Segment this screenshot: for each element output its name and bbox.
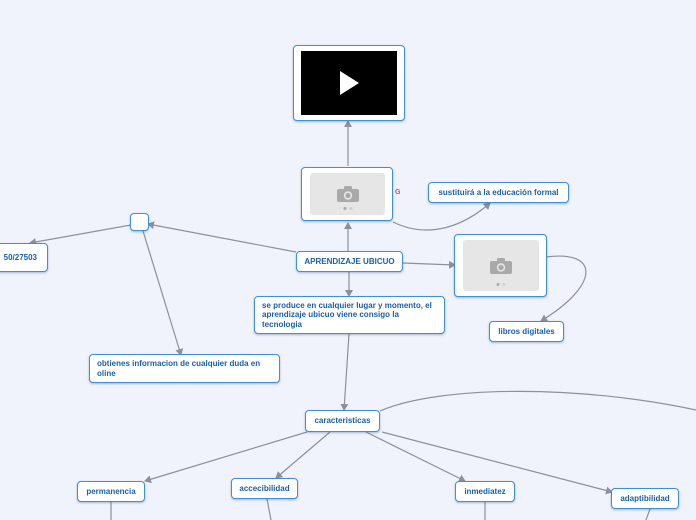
image-dots [496,283,506,286]
node-accessibility[interactable]: accecibilidad [231,478,298,499]
image-node-right[interactable] [454,234,547,297]
camera-icon [490,257,512,274]
edge-characteristics-to-accessibility [275,431,331,479]
edge-image-to-substitute [392,202,491,231]
node-characteristics[interactable]: caracteristicas [305,410,380,432]
image-node[interactable] [301,167,393,221]
edge-adaptability-down [645,508,651,520]
edge-where-to-characteristics [340,333,350,411]
edge-characteristics-to-permanence [144,431,308,484]
node-where[interactable]: se produce en cualquier lugar y momento,… [254,296,445,334]
camera-icon [336,186,359,202]
edge-accessibility-down [266,498,272,520]
node-link[interactable]: 50/27503 [0,243,48,272]
node-info[interactable]: obtienes informacion de cualquier duda e… [89,354,280,383]
node-adaptability[interactable]: adaptibilidad [611,488,679,509]
edge-small-to-link [29,224,132,246]
edge-characteristics-offscreen [379,390,696,412]
google-icon: G [395,189,401,196]
central-topic[interactable]: APRENDIZAJE UBICUO [296,251,403,272]
edge-characteristics-to-immediacy [365,431,466,482]
edge-small-to-info [142,230,184,356]
edge-central-to-image2 [402,260,456,269]
node-immediacy[interactable]: inmediatez [455,481,515,502]
image-placeholder [310,173,385,215]
play-icon[interactable] [338,70,360,96]
image-placeholder-right [463,240,539,291]
edge-characteristics-to-adaptability [381,431,613,495]
node-digital-books[interactable]: libros digitales [489,321,564,342]
image-dots [343,207,352,210]
video-thumbnail[interactable] [301,51,397,115]
node-permanence[interactable]: permanencia [77,481,145,502]
node-substitute[interactable]: sustituirá a la educación formal [428,182,569,203]
edge-central-to-small [147,221,297,253]
node-empty[interactable] [130,213,149,231]
edge-image2-to-books [540,255,587,322]
video-node[interactable] [293,45,405,121]
